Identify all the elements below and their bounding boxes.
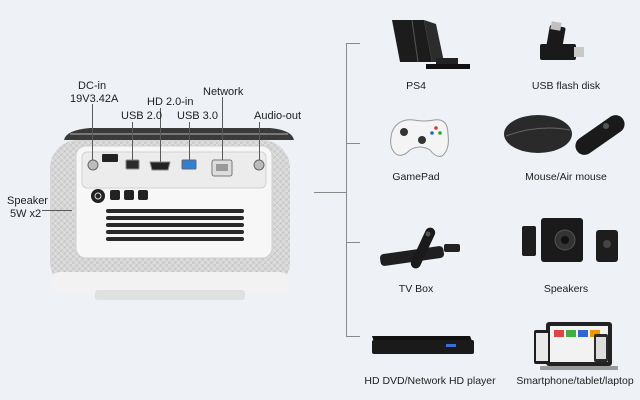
- dc-in-spec-label: 19V3.42A: [70, 93, 119, 105]
- usb3-label: USB 3.0: [177, 110, 218, 122]
- device-label-mouse: Mouse/Air mouse: [525, 171, 607, 183]
- device-label-usb-flash-disk: USB flash disk: [531, 80, 601, 92]
- device-label-speakers: Speakers: [543, 283, 589, 295]
- speaker-grille: [106, 209, 244, 241]
- device-label-smart-devices: Smartphone/tablet/laptop: [516, 375, 634, 387]
- device-label-tv-box: TV Box: [398, 283, 434, 295]
- hdmi-port: [149, 161, 171, 171]
- hdmi-label: HD 2.0-in: [147, 96, 194, 108]
- usb2-port: [125, 159, 140, 170]
- usb3-port: [181, 159, 197, 170]
- network-label: Network: [203, 86, 244, 98]
- dc-in-label: DC-in: [78, 80, 107, 92]
- device-label-dvd-player: HD DVD/Network HD player: [364, 375, 496, 387]
- power-button[interactable]: [91, 189, 105, 203]
- connection-tree: [314, 192, 346, 193]
- speaker-label: Speaker: [7, 195, 48, 207]
- audio-out-port: [253, 159, 265, 171]
- audio-out-label: Audio-out: [254, 110, 302, 122]
- usb2-label: USB 2.0: [121, 110, 162, 122]
- device-label-ps4: PS4: [406, 80, 426, 92]
- dc-in-port: [87, 159, 99, 171]
- speaker-spec-label: 5W x2: [10, 208, 42, 220]
- device-label-gamepad: GamePad: [392, 171, 440, 183]
